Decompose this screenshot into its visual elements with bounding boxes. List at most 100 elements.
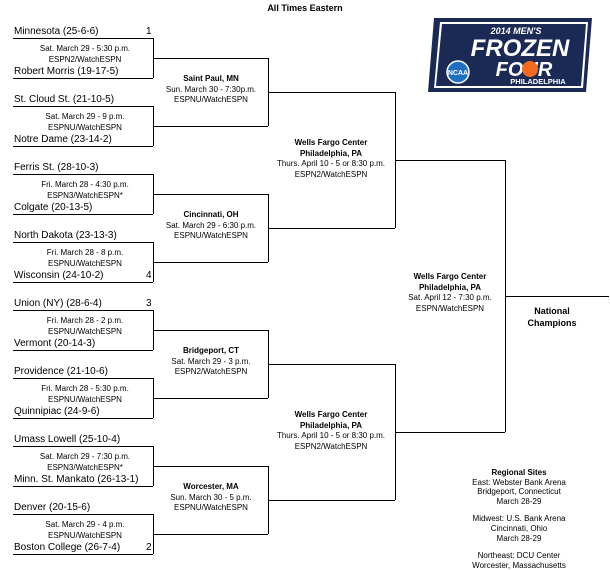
- final-city: Philadelphia, PA: [418, 282, 482, 292]
- team-name: Minn. St. Mankato (26-13-1): [14, 474, 139, 485]
- team-line: [13, 214, 153, 215]
- game-time: Sun. March 30 - 5 p.m.: [170, 492, 252, 502]
- regional-venue: Bridgeport, CT: [183, 346, 239, 355]
- ncaa-badge-icon: [446, 60, 470, 84]
- game-tv: ESPN3/WatchESPN*: [47, 190, 123, 200]
- game-time: Fri. March 28 - 5:30 p.m.: [41, 384, 129, 393]
- game-time: Fri. March 28 - 2 p.m.: [46, 316, 124, 325]
- game-time: Sat. March 29 - 7:30 p.m.: [39, 452, 131, 461]
- semifinal-city: Philadelphia, PA: [299, 148, 363, 158]
- game-time: Thurs. April 10 - 5 or 8:30 p.m.: [276, 431, 386, 440]
- team-line: [13, 378, 153, 379]
- first-round-game: Sat. March 29 - 4 p.m.ESPNU/WatchESPN: [20, 520, 150, 541]
- final-line: [395, 160, 505, 161]
- team-line: [13, 486, 153, 487]
- semifinal-city: Philadelphia, PA: [299, 420, 363, 430]
- team-name: Robert Morris (19-17-5): [14, 66, 119, 77]
- page-title: All Times Eastern: [267, 3, 343, 13]
- site-midwest-dates: March 28-29: [496, 533, 542, 543]
- team-name: Denver (20-15-6): [14, 502, 91, 513]
- team-seed: 4: [146, 270, 152, 281]
- game-tv: ESPNU/WatchESPN: [48, 394, 122, 404]
- regional-sites: Regional Sites East: Webster Bank Arena …: [456, 468, 582, 570]
- team-name: Union (NY) (28-6-4): [14, 298, 102, 309]
- game-time: Fri. March 28 - 4:30 p.m.: [41, 180, 129, 189]
- game-tv: ESPNU/WatchESPN: [48, 258, 122, 268]
- site-northeast-arena: Northeast: DCU Center: [477, 551, 561, 561]
- regional-sites-heading: Regional Sites: [491, 468, 547, 477]
- site-midwest-arena: Midwest: U.S. Bank Arena: [472, 514, 566, 524]
- regional-line: [153, 330, 268, 331]
- semifinal-line: [268, 228, 395, 229]
- team-line: [13, 38, 153, 39]
- regional-line: [153, 398, 268, 399]
- team-line: [13, 310, 153, 311]
- regional-line: [153, 262, 268, 263]
- team-line: [13, 282, 153, 283]
- game-tv: ESPNU/WatchESPN: [48, 122, 122, 132]
- team-line: [13, 146, 153, 147]
- team-seed: 3: [146, 298, 152, 309]
- game-time: Sat. April 12 - 7:30 p.m.: [408, 293, 492, 302]
- game-tv: ESPNU/WatchESPN: [174, 503, 248, 512]
- final-line: [395, 432, 505, 433]
- team-line: [13, 418, 153, 419]
- team-seed: 2: [146, 542, 152, 553]
- first-round-game: Sat. March 29 - 5:30 p.m.ESPN2/WatchESPN: [20, 44, 150, 65]
- game-time: Fri. March 28 - 8 p.m.: [46, 248, 124, 257]
- team-name: Boston College (26-7-4): [14, 542, 121, 553]
- site-east-dates: March 28-29: [496, 496, 542, 506]
- national-champions-label: National Champions: [517, 305, 587, 329]
- game-time: Sun. March 30 - 7:30p.m.: [165, 84, 257, 94]
- site-east-city: Bridgeport, Connecticut: [477, 487, 561, 497]
- game-tv: ESPN2/WatchESPN: [48, 54, 122, 64]
- regional-venue: Worcester, MA: [183, 482, 239, 491]
- first-round-game: Sat. March 29 - 9 p.m.ESPNU/WatchESPN: [20, 112, 150, 133]
- regional-line: [153, 466, 268, 467]
- semifinal-venue: Wells Fargo Center: [294, 410, 368, 419]
- logo-city-text: PHILADELPHIA: [510, 77, 566, 86]
- ncaa-badge-text: NCAA: [448, 70, 468, 77]
- team-name: Ferris St. (28-10-3): [14, 162, 99, 173]
- site-east-arena: East: Webster Bank Arena: [472, 477, 566, 487]
- game-tv: ESPN2/WatchESPN: [294, 169, 368, 179]
- game-tv: ESPN2/WatchESPN: [174, 367, 248, 376]
- team-name: St. Cloud St. (21-10-5): [14, 94, 115, 105]
- team-line: [13, 514, 153, 515]
- team-name: Providence (21-10-6): [14, 366, 108, 377]
- semifinal-line: [268, 92, 395, 93]
- team-name: Colgate (20-13-5): [14, 202, 93, 213]
- first-round-game: Sat. March 29 - 7:30 p.m.ESPN3/WatchESPN…: [20, 452, 150, 473]
- regional-line: [153, 126, 268, 127]
- site-northeast-city: Worcester, Massachusetts: [472, 560, 566, 570]
- team-line: [13, 554, 153, 555]
- game-time: Sat. March 29 - 6:30 p.m.: [165, 220, 257, 230]
- team-name: Wisconsin (24-10-2): [14, 270, 104, 281]
- team-name: Notre Dame (23-14-2): [14, 134, 112, 145]
- team-name: Vermont (20-14-3): [14, 338, 96, 349]
- team-line: [13, 106, 153, 107]
- game-tv: ESPN3/WatchESPN*: [47, 462, 123, 472]
- semifinal-line: [268, 500, 395, 501]
- team-name: Quinnipiac (24-9-6): [14, 406, 100, 417]
- team-line: [13, 242, 153, 243]
- team-name: Minnesota (25-6-6): [14, 26, 99, 37]
- game-tv: ESPNU/WatchESPN: [174, 95, 248, 104]
- champion-line1: National: [534, 306, 570, 316]
- regional-venue: Saint Paul, MN: [183, 74, 239, 83]
- regional-line: [153, 58, 268, 59]
- team-line: [13, 350, 153, 351]
- game-tv: ESPN/WatchESPN: [415, 303, 485, 313]
- team-line: [13, 78, 153, 79]
- game-time: Sat. March 29 - 4 p.m.: [45, 520, 125, 529]
- game-time: Sat. March 29 - 9 p.m.: [45, 112, 125, 121]
- frozen-four-logo: 2014 MEN'S FROZEN FOUR PHILADELPHIA NCAA: [428, 18, 592, 92]
- team-line: [13, 174, 153, 175]
- site-midwest-city: Cincinnati, Ohio: [490, 523, 548, 533]
- game-time: Sat. March 29 - 3 p.m.: [171, 356, 251, 366]
